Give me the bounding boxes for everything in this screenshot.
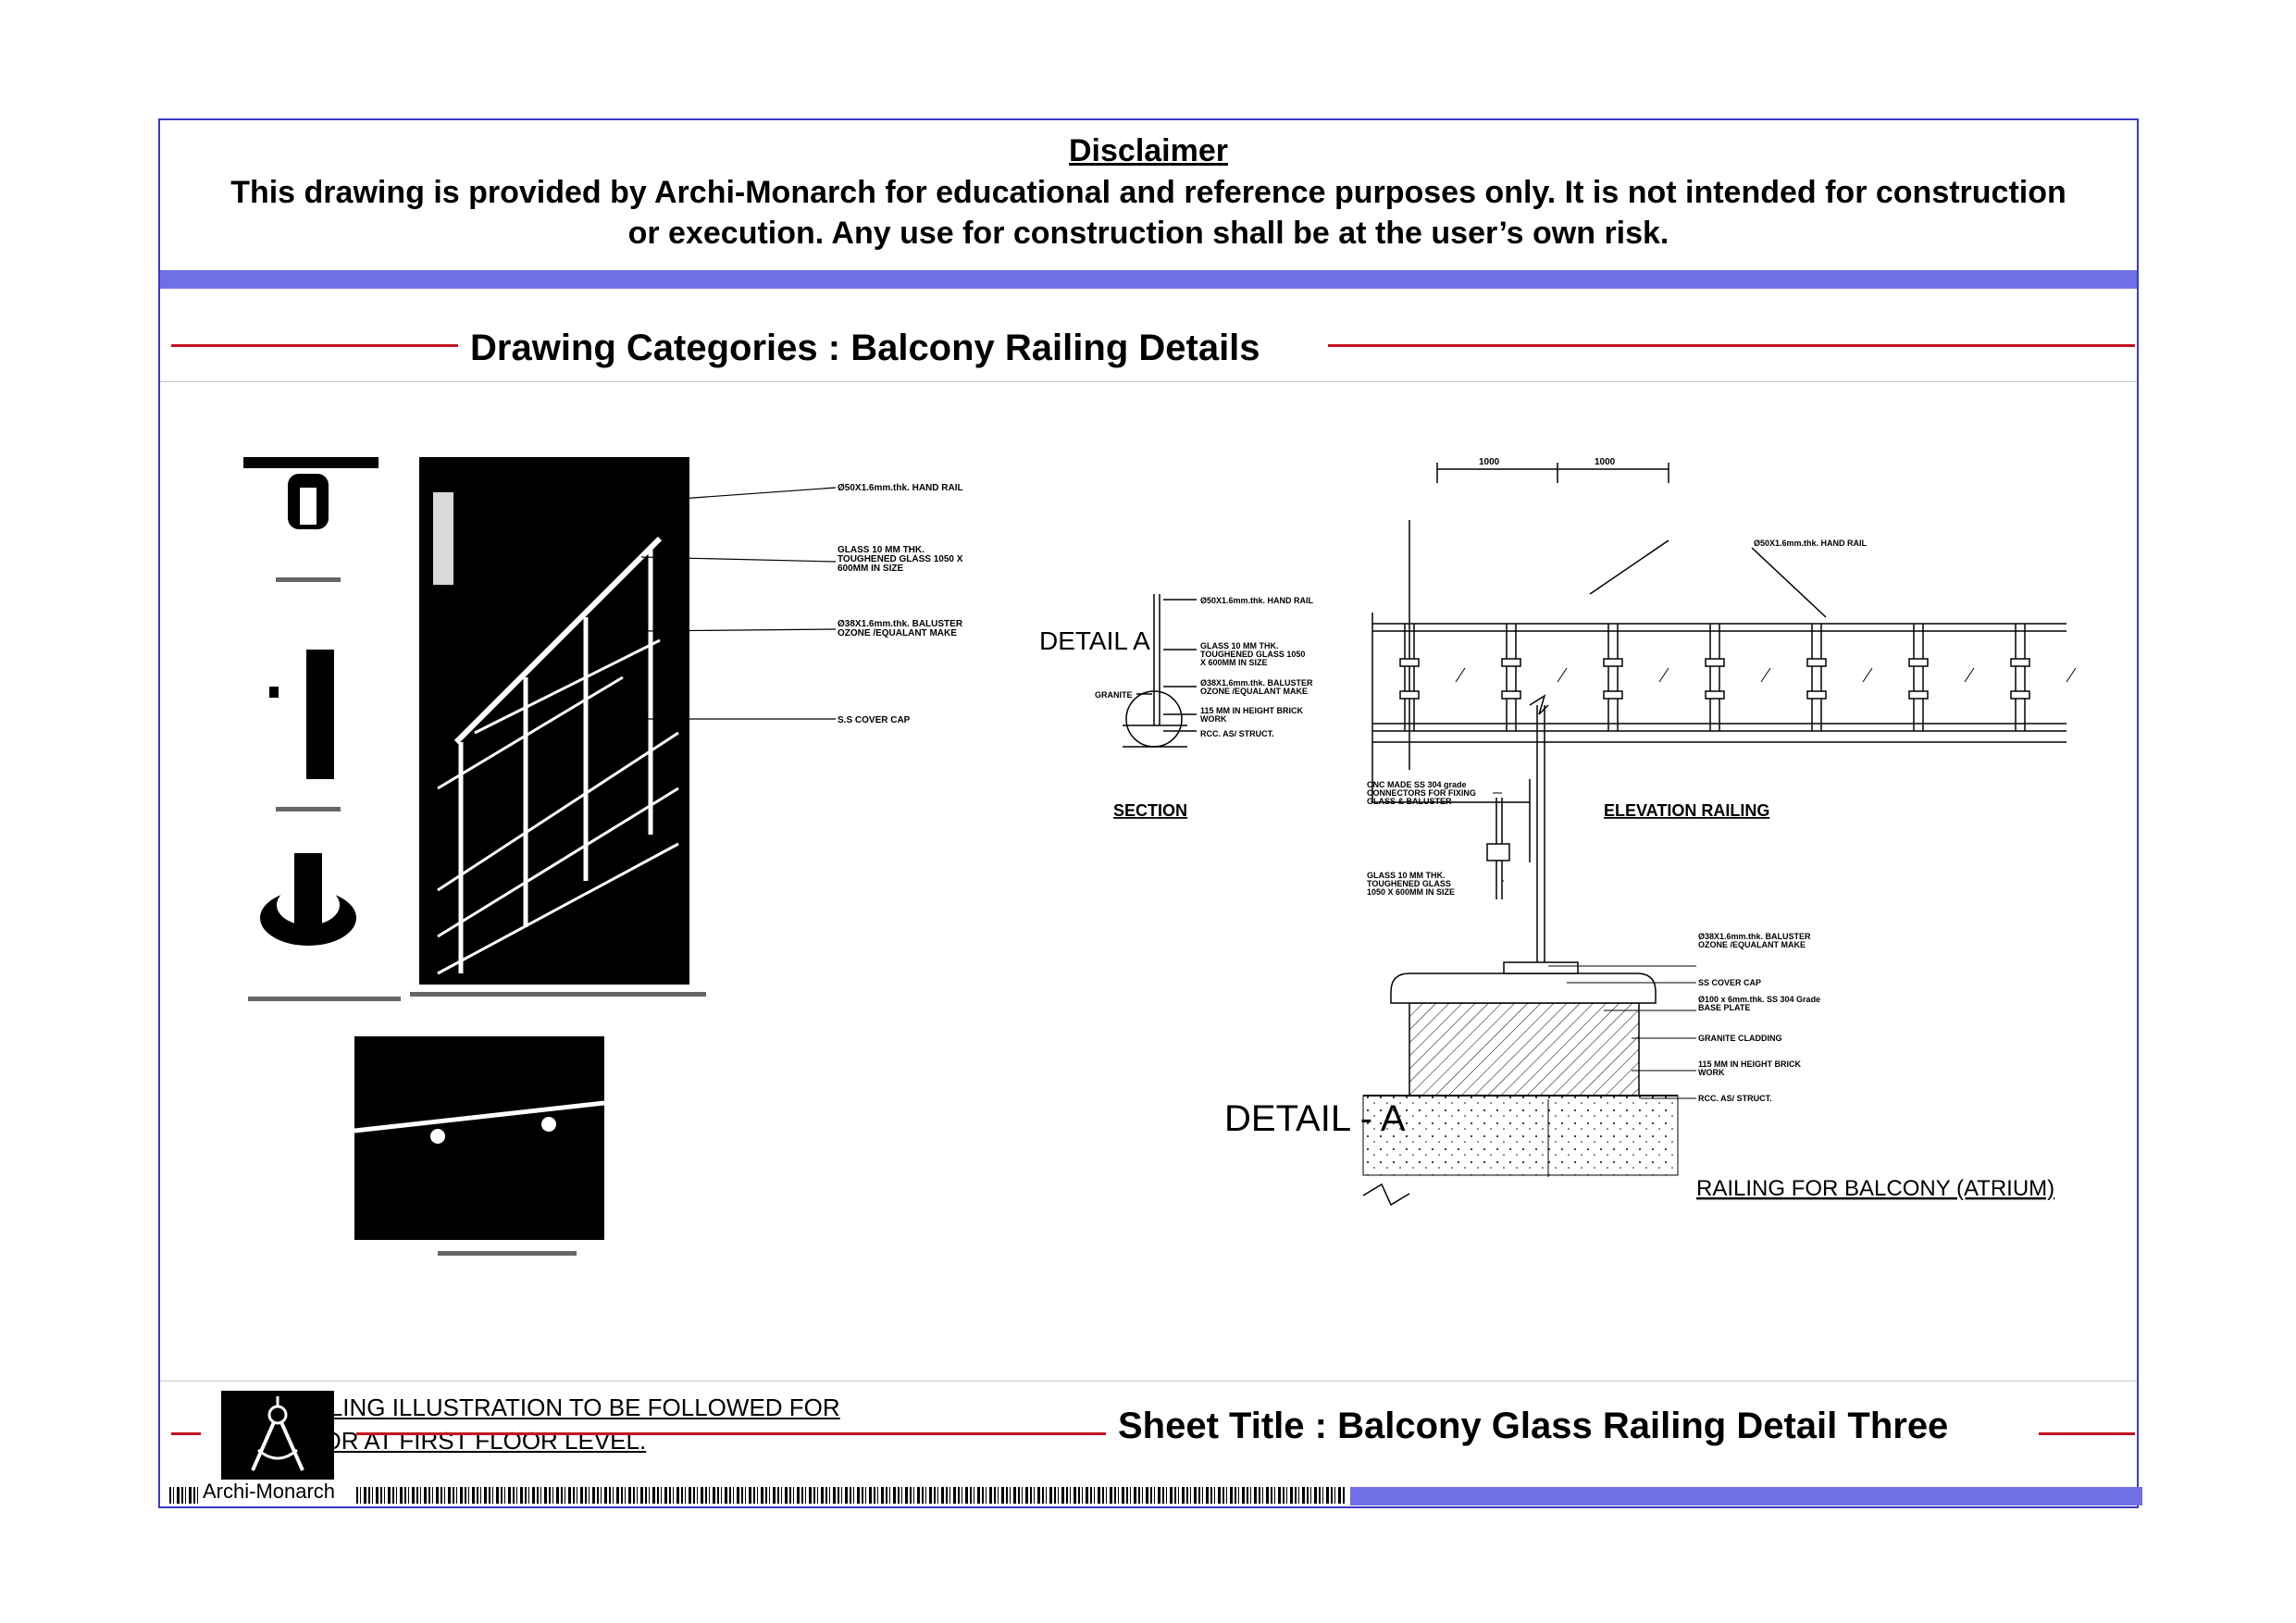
- section-label-glass: GLASS 10 MM THK. TOUGHENED GLASS 1050 X …: [1200, 642, 1305, 667]
- brand-name: Archi-Monarch: [203, 1480, 336, 1503]
- baluster-post: [1501, 624, 1568, 731]
- barcode-strip: [356, 1487, 1345, 1504]
- footer: Sheet Title : Balcony Glass Railing Deta…: [160, 1381, 2142, 1509]
- photo-label-glass: GLASS 10 MM THK. TOUGHENED GLASS 1050 X …: [838, 546, 962, 574]
- sheet-title: Sheet Title : Balcony Glass Railing Deta…: [1118, 1406, 1949, 1446]
- footer-rule-mid: [356, 1432, 1106, 1435]
- section-detail: [1123, 594, 1197, 748]
- detail-label-glass: GLASS 10 MM THK. TOUGHENED GLASS 1050 X …: [1367, 872, 1455, 897]
- photo-leaders: [640, 487, 837, 720]
- drawing-canvas: Ø50X1.6mm.thk. HAND RAIL GLASS 10 MM THK…: [243, 457, 2077, 1256]
- baluster-post: [1705, 624, 1771, 731]
- disclaimer-box: Disclaimer This drawing is provided by A…: [160, 120, 2137, 270]
- photo-label-cover-cap: S.S COVER CAP: [838, 715, 911, 725]
- baluster-posts: [1399, 624, 2077, 731]
- detail-label-rcc: RCC. AS/ STRUCT.: [1698, 1094, 1772, 1103]
- section-title: SECTION: [1113, 801, 1187, 820]
- detail-a-tag: DETAIL A: [1039, 626, 1150, 655]
- baluster-post: [1806, 624, 1873, 731]
- category-header: Drawing Categories : Balcony Railing Det…: [160, 289, 2137, 382]
- footer-rule-right: [2039, 1432, 2135, 1435]
- footer-rule-left: [171, 1432, 201, 1435]
- detail-label-cnc: CNC MADE SS 304 grade CONNECTORS FOR FIX…: [1367, 781, 1476, 806]
- category-title: Drawing Categories : Balcony Railing Det…: [470, 328, 1260, 368]
- section-label-rcc: RCC. AS/ STRUCT.: [1200, 729, 1274, 738]
- elevation-dim-1: 1000: [1479, 457, 1500, 467]
- elevation-dim-2: 1000: [1595, 457, 1616, 467]
- elevation-title: ELEVATION RAILING: [1604, 801, 1769, 820]
- section-label-brick: 115 MM IN HEIGHT BRICK WORK: [1200, 707, 1303, 724]
- barcode-left: [169, 1487, 199, 1504]
- elevation-label-hand-rail: Ø50X1.6mm.thk. HAND RAIL: [1754, 539, 1868, 548]
- section-label-hand-rail: Ø50X1.6mm.thk. HAND RAIL: [1200, 596, 1314, 605]
- detail-label-cover-cap: SS COVER CAP: [1698, 978, 1761, 987]
- wall-mounted-photo: [354, 1036, 605, 1256]
- disclaimer-heading: Disclaimer: [1069, 133, 1228, 168]
- footer-accent-bar: [1350, 1487, 2142, 1505]
- section-label-granite: GRANITE: [1095, 690, 1133, 700]
- detail-label-granite: GRANITE CLADDING: [1698, 1034, 1782, 1043]
- section-label-baluster: Ø38X1.6mm.thk. BALUSTER OZONE /EQUALANT …: [1200, 679, 1313, 696]
- detail-a-drawing: [1362, 694, 1696, 1207]
- detail-label-base-plate: Ø100 x 6mm.thk. SS 304 Grade BASE PLATE: [1698, 996, 1820, 1012]
- detail-a-title: DETAIL - A: [1224, 1098, 1406, 1139]
- railing-photo: [410, 457, 706, 997]
- photo-label-baluster: Ø38X1.6mm.thk. BALUSTER OZONE /EQUALANT …: [838, 620, 962, 638]
- accent-bar: [160, 270, 2137, 289]
- detail-label-brick: 115 MM IN HEIGHT BRICK WORK: [1698, 1060, 1801, 1077]
- archi-monarch-logo: [221, 1391, 334, 1480]
- detail-a-caption: RAILING FOR BALCONY (ATRIUM): [1696, 1176, 2054, 1201]
- baluster-post: [2010, 624, 2077, 731]
- detail-label-baluster: Ø38X1.6mm.thk. BALUSTER OZONE /EQUALANT …: [1698, 933, 1811, 949]
- rule-right: [1328, 344, 2135, 347]
- drawing-content: Ø50X1.6mm.thk. HAND RAIL GLASS 10 MM THK…: [160, 381, 2137, 1421]
- baluster-post: [1399, 624, 1466, 731]
- fixing-detail-thumbnails: [243, 457, 401, 1001]
- rule-left: [171, 344, 458, 347]
- drawing-frame: Disclaimer This drawing is provided by A…: [158, 118, 2142, 1509]
- baluster-post: [1603, 624, 1669, 731]
- disclaimer-text: This drawing is provided by Archi-Monarc…: [230, 175, 2066, 251]
- photo-label-hand-rail: Ø50X1.6mm.thk. HAND RAIL: [838, 483, 963, 493]
- baluster-post: [1908, 624, 1975, 731]
